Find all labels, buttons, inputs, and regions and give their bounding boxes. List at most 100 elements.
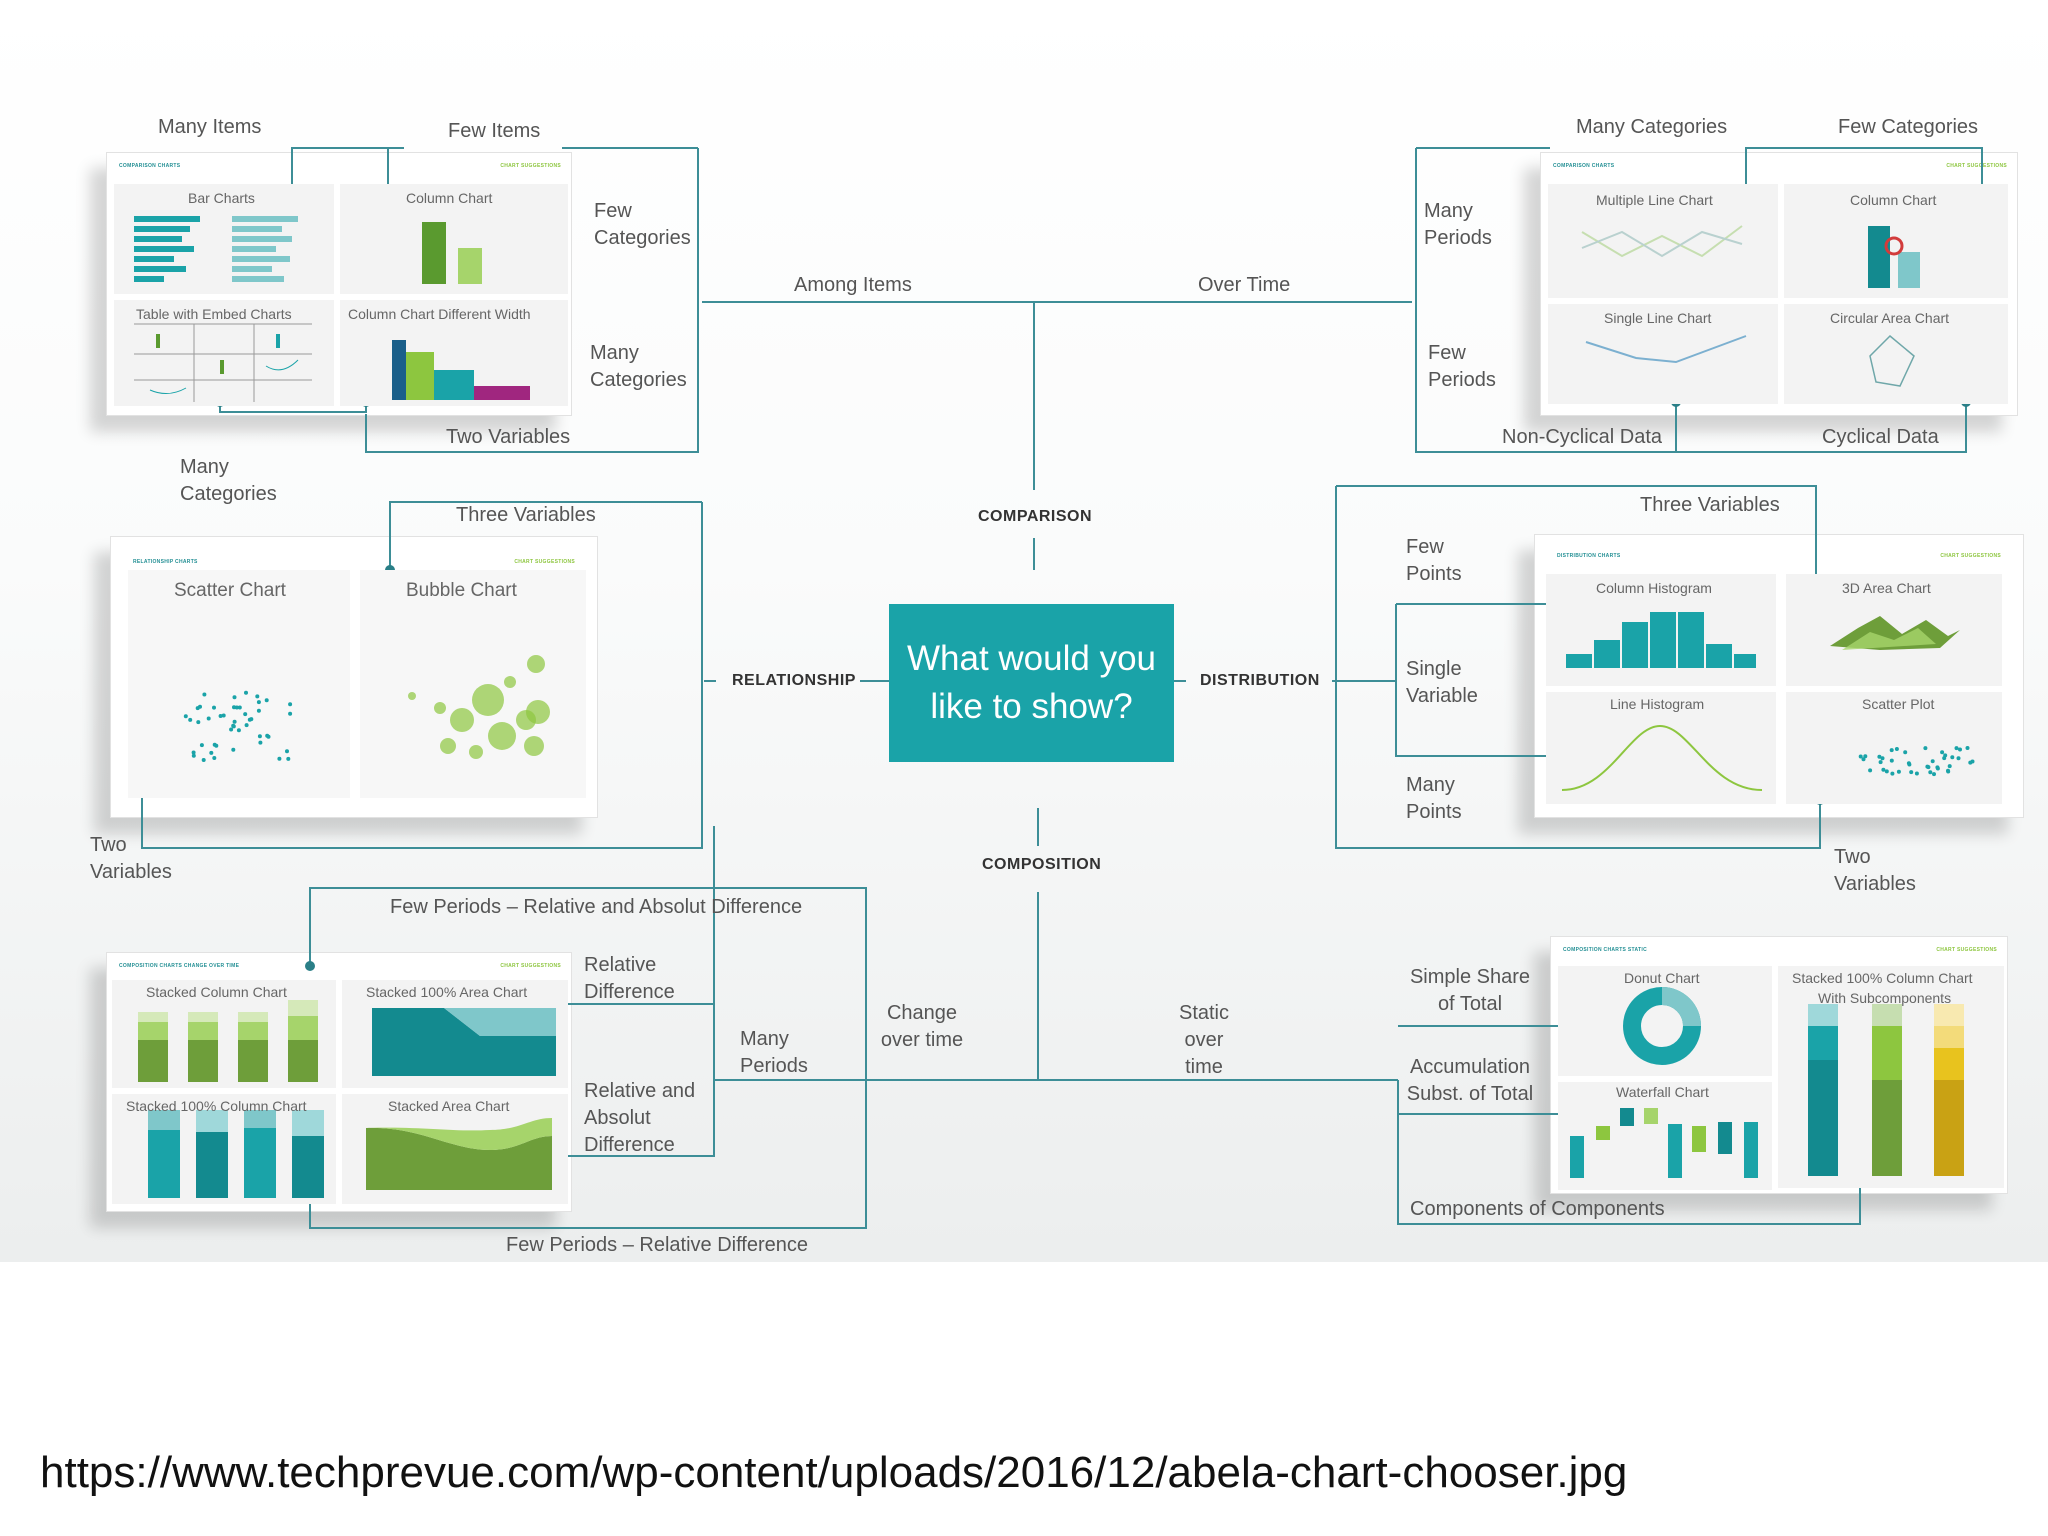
scatter-dot <box>1863 754 1868 759</box>
scatter-dot <box>234 705 239 710</box>
scatter-dot <box>198 704 202 709</box>
scatter-dot <box>212 756 217 760</box>
stacked-column-thumb <box>112 980 336 1088</box>
label-relative-absolute: Relative and Absolut Difference <box>584 1080 696 1156</box>
label-two-variables-rel: Two Variables <box>90 834 172 883</box>
scatter-dot <box>1935 765 1940 770</box>
category-comparison: COMPARISON <box>978 508 1093 525</box>
label-few-periods-rel: Few Periods – Relative Difference <box>506 1234 808 1256</box>
single-line-thumb <box>1548 304 1778 404</box>
scatter-dot <box>202 692 207 697</box>
scatter-dot <box>231 723 236 728</box>
column-different-width-thumb <box>340 300 568 406</box>
thumb-title: Stacked Area Chart <box>388 1098 510 1114</box>
thumb-title: Single Line Chart <box>1604 310 1712 326</box>
table-embed-thumb <box>114 300 334 406</box>
scatter-dot <box>1889 748 1894 753</box>
label-components: Components of Components <box>1410 1198 1665 1220</box>
scatter-dot <box>232 719 237 724</box>
panel-banner: CHART SUGGESTIONS <box>514 559 575 565</box>
label-many-periods: Many Periods <box>1424 200 1492 249</box>
scatter-dot <box>1940 750 1945 755</box>
label-relative-difference: Relative Difference <box>584 954 675 1003</box>
scatter-dot <box>256 700 261 705</box>
label-many-items: Many Items <box>158 116 262 138</box>
scatter-dot <box>277 756 282 761</box>
scatter-dot <box>199 743 204 748</box>
scatter-dot <box>244 690 248 695</box>
category-distribution: DISTRIBUTION <box>1200 672 1320 689</box>
label-single-variable: Single Variable <box>1406 658 1478 707</box>
thumb-title: Multiple Line Chart <box>1596 192 1713 208</box>
scatter-dot <box>1881 767 1886 772</box>
scatter-dot <box>258 740 263 745</box>
scatter-dot <box>1906 761 1911 766</box>
donut-thumb <box>1558 966 1772 1076</box>
scatter-dot <box>244 723 249 728</box>
thumb-title: Column Chart <box>406 190 493 206</box>
thumb-title: Table with Embed Charts <box>136 306 292 322</box>
scatter-dot <box>1878 760 1883 765</box>
label-many-categories-bottom: Many Categories <box>180 456 277 505</box>
scatter-dot <box>1858 754 1863 759</box>
multiple-line-thumb <box>1548 184 1778 298</box>
scatter-dot <box>265 733 270 738</box>
panel-banner: COMPOSITION CHARTS CHANGE OVER TIME <box>119 963 240 969</box>
category-composition: COMPOSITION <box>982 856 1102 873</box>
stacked-100-area-thumb <box>342 980 568 1088</box>
scatter-plot-thumb <box>1786 692 2002 804</box>
scatter-dot <box>212 742 217 747</box>
label-accumulation: Accumulation Subst. of Total <box>1406 1056 1534 1105</box>
scatter-dot <box>256 708 261 713</box>
scatter-dot <box>1954 746 1959 751</box>
thumb-title: Scatter Chart <box>174 580 286 601</box>
label-over-time: Over Time <box>1198 274 1291 296</box>
stacked-area-thumb <box>342 1094 568 1204</box>
panel-banner: COMPARISON CHARTS <box>1553 163 1615 169</box>
chart-chooser-diagram: COMPARISON CHARTS CHART SUGGESTIONS COMP… <box>0 0 2048 1262</box>
scatter-dot <box>1970 759 1975 764</box>
thumb-title: Column Chart Different Width <box>348 306 531 322</box>
scatter-dot <box>191 753 196 758</box>
scatter-dot <box>243 712 248 717</box>
scatter-dot <box>1947 764 1952 769</box>
scatter-dot <box>1926 765 1931 770</box>
scatter-dot <box>196 720 201 725</box>
thumb-title: Donut Chart <box>1624 970 1700 986</box>
diagram-graphics <box>112 147 2008 1229</box>
source-url[interactable]: https://www.techprevue.com/wp-content/up… <box>40 1448 1628 1497</box>
scatter-dot <box>1923 746 1928 751</box>
scatter-dot <box>1930 759 1935 764</box>
label-change-over-time: Change over time <box>880 1002 964 1051</box>
thumb-title: Column Histogram <box>1596 580 1712 596</box>
thumb-title: Line Histogram <box>1610 696 1705 712</box>
scatter-dot <box>1890 771 1895 776</box>
label-few-periods-rel-abs: Few Periods – Relative and Absolut Diffe… <box>390 896 803 918</box>
label-three-variables-dist: Three Variables <box>1640 494 1780 516</box>
center-question-box: What would you like to show? <box>889 604 1174 762</box>
label-many-categories-top: Many Categories <box>1576 116 1728 138</box>
scatter-dot <box>1880 756 1885 761</box>
scatter-dot <box>1928 770 1933 775</box>
scatter-dot <box>183 714 188 719</box>
panel-banner: CHART SUGGESTIONS <box>1940 553 2001 559</box>
scatter-dot <box>1894 747 1899 751</box>
thumb-title: Stacked 100% Area Chart <box>366 984 528 1000</box>
scatter-dot <box>1965 746 1970 750</box>
column-chart-2-thumb <box>1784 184 2008 298</box>
label-few-categories: Few Categories <box>594 200 691 249</box>
scatter-dot <box>231 747 236 752</box>
scatter-dot <box>229 727 234 732</box>
scatter-dot <box>1914 771 1919 776</box>
scatter-dot <box>206 716 211 721</box>
panel-banner: DISTRIBUTION CHARTS <box>1557 553 1621 559</box>
column-chart-thumb <box>340 184 568 294</box>
stacked-100-sub-thumb <box>1778 966 2004 1188</box>
scatter-dot <box>264 698 269 703</box>
scatter-dot <box>286 756 291 761</box>
scatter-dot <box>1877 754 1882 759</box>
scatter-dot <box>218 714 223 718</box>
scatter-dot <box>1909 770 1914 775</box>
thumb-title: With Subcomponents <box>1818 990 1952 1006</box>
thumb-title: Bar Charts <box>188 190 255 206</box>
